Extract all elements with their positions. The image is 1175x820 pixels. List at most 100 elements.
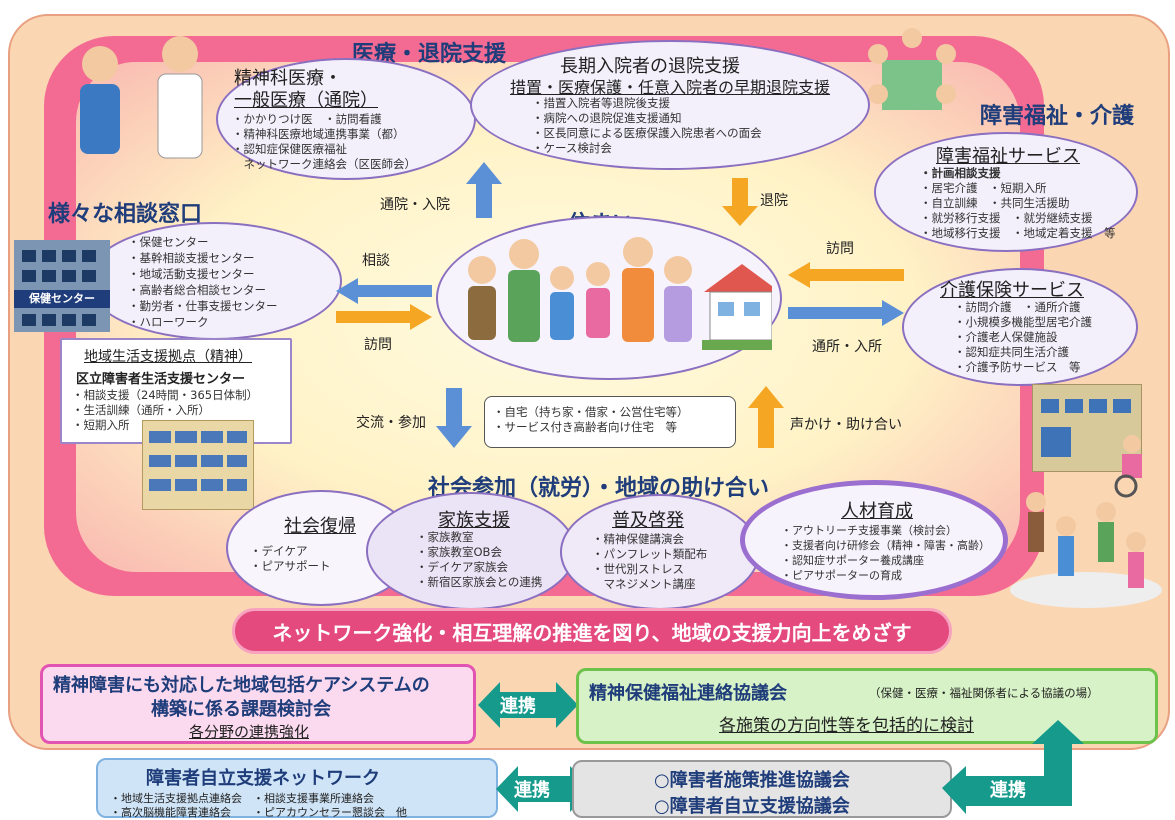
shakai-fukki-list: ・デイケア ・ピアサポート bbox=[250, 544, 331, 574]
window-row bbox=[22, 270, 102, 282]
section-consult: 様々な相談窓口 bbox=[48, 202, 203, 227]
welfare-service-list: ・計画相談支援 ・居宅介護 ・短期入所 ・自立訓練 ・共同生活援助 ・就労移行支… bbox=[920, 166, 1116, 241]
kazoku-bubble: 家族支援 ・家族教室 ・家族教室OB会 ・デイケア家族会 ・新宿区家族会との連携 bbox=[366, 492, 576, 610]
group-meeting-icon bbox=[868, 28, 956, 110]
list-item: ・認知症サポーター養成講座 bbox=[781, 554, 924, 567]
list-item: ・訪問介護 ・通所介護 bbox=[954, 300, 1081, 314]
shisaku-line1: ○障害者施策推進協議会 bbox=[654, 770, 850, 791]
longterm-list: ・措置入院者等退院後支援 ・病院への退院促進支援通知 ・区長同意による医療保護入… bbox=[532, 96, 762, 156]
arrow-left-soudan bbox=[336, 278, 432, 304]
health-center-icon: 保健センター bbox=[14, 240, 110, 332]
list-item: ・居宅介護 ・短期入所 bbox=[920, 181, 1047, 195]
renkei-label-3: 連携 bbox=[990, 780, 1026, 801]
list-item: ・かかりつけ医 ・訪問看護 bbox=[232, 112, 382, 126]
renkei-arrow-3 bbox=[942, 720, 1084, 814]
label-tsuin: 通院・入院 bbox=[380, 197, 450, 213]
arrow-right-houmon bbox=[336, 304, 432, 330]
list-item: ・自立訓練 ・共同生活援助 bbox=[920, 196, 1070, 210]
longterm-title: 長期入院者の退院支援 bbox=[560, 56, 740, 77]
care-service-title: 介護保険サービス bbox=[940, 280, 1084, 301]
fukyu-list: ・精神保健講演会 ・パンフレット類配布 ・世代別ストレス マネジメント講座 bbox=[592, 532, 707, 592]
kyogikai-title: 精神保健福祉連絡協議会 bbox=[589, 683, 787, 704]
list-item: ・ハローワーク bbox=[128, 315, 209, 329]
window-row bbox=[22, 250, 102, 262]
list-item: ・サービス付き高齢者向け住宅 等 bbox=[493, 420, 677, 434]
label-tsusho: 通所・入所 bbox=[812, 339, 882, 355]
renkei-label-2: 連携 bbox=[514, 780, 550, 801]
list-item: ・地域活動支援センター bbox=[128, 267, 255, 281]
list-item: ・相談支援（24時間・365日体制） bbox=[72, 388, 259, 402]
list-item: ・ピアサポート bbox=[250, 559, 331, 573]
door bbox=[1041, 427, 1071, 457]
list-item: ・就労移行支援 ・就労継続支援 bbox=[920, 211, 1093, 225]
fukyu-bubble: 普及啓発 ・精神保健講演会 ・パンフレット類配布 ・世代別ストレス マネジメント… bbox=[560, 494, 760, 610]
label-houmon-right: 訪問 bbox=[826, 241, 854, 257]
wheelchair-icon bbox=[1114, 435, 1142, 498]
list-item: ・デイケア bbox=[250, 544, 308, 558]
house-icon bbox=[702, 264, 772, 350]
window-row bbox=[149, 479, 247, 491]
jiritsu-net-row1: ・地域生活支援拠点連絡会 ・相談支援事業所連絡会 bbox=[110, 792, 374, 805]
list-item: ・高齢者総合相談センター bbox=[128, 283, 266, 297]
family-icon bbox=[468, 237, 692, 342]
housing-note: ・自宅（持ち家・借家・公営住宅等） ・サービス付き高齢者向け住宅 等 bbox=[484, 396, 736, 448]
arrow-down-koryu bbox=[436, 388, 472, 448]
list-item: ・新宿区家族会との連携 bbox=[416, 575, 543, 589]
list-item: ・認知症共同生活介護 bbox=[954, 345, 1069, 359]
care-facility-icon bbox=[1032, 384, 1142, 472]
care-service-list: ・訪問介護 ・通所介護 ・小規模多機能型居宅介護 ・介護老人保健施設 ・認知症共… bbox=[954, 300, 1092, 375]
list-item: ・認知症保健医療福祉 bbox=[232, 142, 347, 156]
list-item: ・病院への退院促進支援通知 bbox=[532, 111, 682, 125]
list-item: ・家族教室 bbox=[416, 530, 474, 544]
community-network-icon bbox=[1010, 492, 1162, 608]
arrow-up-tsuin bbox=[466, 162, 502, 218]
label-koekake: 声かけ・助け合い bbox=[790, 417, 902, 433]
psychiatric-title: 精神科医療・ 一般医療（通院） bbox=[234, 68, 378, 112]
list-item: ・世代別ストレス bbox=[592, 562, 684, 576]
arrow-up-koekake bbox=[748, 386, 784, 448]
list-item: ・ケース検討会 bbox=[532, 141, 612, 155]
list-item: ネットワーク連絡会（区医師会） bbox=[232, 157, 416, 171]
window-row bbox=[149, 455, 247, 467]
renkei-arrow-1 bbox=[478, 682, 578, 728]
list-item: ・計画相談支援 bbox=[920, 166, 1001, 180]
longterm-subtitle: 措置・医療保護・任意入院者の早期退院支援 bbox=[510, 78, 831, 97]
list-item: ・パンフレット類配布 bbox=[592, 547, 708, 561]
kentoukai-line1: 精神障害にも対応した地域包括ケアシステムの bbox=[53, 675, 430, 696]
list-item: ・勤労者・仕事支援センター bbox=[128, 299, 278, 313]
kazoku-list: ・家族教室 ・家族教室OB会 ・デイケア家族会 ・新宿区家族会との連携 bbox=[416, 530, 542, 590]
care-service-bubble: 介護保険サービス ・訪問介護 ・通所介護 ・小規模多機能型居宅介護 ・介護老人保… bbox=[902, 268, 1138, 386]
label-soudan: 相談 bbox=[362, 253, 390, 269]
jiritsu-net-row2: ・高次脳機能障害連絡会 ・ピアカウンセラー懇談会 他 bbox=[110, 806, 407, 819]
consult-list: ・保健センター ・基幹相談支援センター ・地域活動支援センター ・高齢者総合相談… bbox=[128, 234, 278, 330]
psychiatric-title-1: 精神科医療・ bbox=[234, 68, 342, 89]
welfare-service-bubble: 障害福祉サービス ・計画相談支援 ・居宅介護 ・短期入所 ・自立訓練 ・共同生活… bbox=[874, 132, 1138, 252]
housing-bubble bbox=[436, 216, 782, 380]
shisaku-line2: ○障害者自立支援協議会 bbox=[654, 796, 850, 817]
list-item: ・ピアサポーターの育成 bbox=[781, 569, 902, 582]
list-item: ・短期入所 bbox=[72, 418, 130, 432]
list-item: ・精神科医療地域連携事業（都） bbox=[232, 127, 405, 141]
jiritsu-net-box: 障害者自立支援ネットワーク ・地域生活支援拠点連絡会 ・相談支援事業所連絡会 ・… bbox=[96, 758, 498, 819]
window-row bbox=[22, 314, 102, 326]
arrow-down-taiin bbox=[722, 178, 758, 226]
doctor-patient-icon bbox=[80, 36, 203, 159]
label-taiin: 退院 bbox=[760, 193, 788, 209]
fukyu-title: 普及啓発 bbox=[612, 510, 684, 531]
list-item: ・家族教室OB会 bbox=[416, 545, 502, 559]
list-item: マネジメント講座 bbox=[592, 577, 696, 591]
renkei-label-1: 連携 bbox=[500, 696, 536, 717]
list-item: ・精神保健講演会 bbox=[592, 532, 684, 546]
jinzai-title: 人材育成 bbox=[841, 501, 913, 522]
list-item: ・基幹相談支援センター bbox=[128, 251, 255, 265]
jiritsu-net-title: 障害者自立支援ネットワーク bbox=[146, 768, 380, 789]
housing-note-list: ・自宅（持ち家・借家・公営住宅等） ・サービス付き高齢者向け住宅 等 bbox=[493, 405, 689, 435]
shakai-fukki-title: 社会復帰 bbox=[284, 516, 356, 537]
label-koryu: 交流・参加 bbox=[356, 415, 426, 431]
welfare-service-title: 障害福祉サービス bbox=[936, 146, 1080, 167]
consult-bubble: ・保健センター ・基幹相談支援センター ・地域活動支援センター ・高齢者総合相談… bbox=[86, 222, 342, 340]
window-row bbox=[1041, 399, 1133, 413]
list-item: ・デイケア家族会 bbox=[416, 560, 508, 574]
list-item: ・保健センター bbox=[128, 235, 209, 249]
psychiatric-title-2: 一般医療（通院） bbox=[234, 90, 378, 111]
